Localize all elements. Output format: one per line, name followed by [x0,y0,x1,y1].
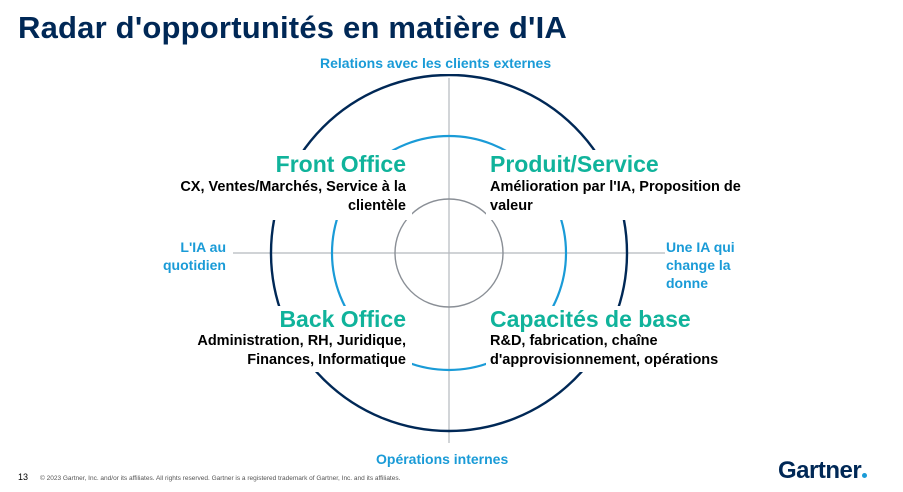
knockout-product-service [486,150,806,220]
axis-label-left-line1: L'IA au [180,239,226,255]
quadrant-title-core-capabilities: Capacités de base [490,306,691,332]
product-service-desc-line2: valeur [490,198,533,214]
axis-label-right-line1: Une IA qui [666,239,735,255]
logo-dot-icon [862,473,868,478]
quadrant-desc-front-office: CX, Ventes/Marchés, Service à la clientè… [116,178,406,216]
knockout-core-capabilities [486,306,771,372]
gartner-logo-text: Gartner [778,457,862,484]
front-office-desc-line1: CX, Ventes/Marchés, Service à la [180,179,406,195]
quadrant-desc-product-service: Amélioration par l'IA, Proposition de va… [490,178,810,216]
front-office-desc-line2: clientèle [347,198,406,214]
middle-ring [330,134,568,372]
axis-label-right: Une IA qui change la donne [666,238,766,292]
axis-label-right-line3: donne [666,275,708,291]
copyright-notice: © 2023 Gartner, Inc. and/or its affiliat… [40,475,401,482]
knockout-front-office [122,150,412,220]
page-number: 13 [18,472,29,482]
page-title: Radar d'opportunités en matière d'IA [18,10,568,45]
knockout-top-label [315,52,583,74]
gartner-logo: Gartner [778,457,868,485]
outer-ring [269,73,629,433]
core-capabilities-desc-line2: d'approvisionnement, opérations [490,352,719,368]
quadrant-desc-core-capabilities: R&D, fabrication, chaîne d'approvisionne… [490,332,780,370]
back-office-desc-line2: Finances, Informatique [247,352,406,368]
axis-label-left-line2: quotidien [163,257,226,273]
core-capabilities-desc-line1: R&D, fabrication, chaîne [490,333,658,349]
inner-ring [394,198,504,308]
axis-label-bottom: Opérations internes [376,451,509,467]
quadrant-title-back-office: Back Office [279,306,406,332]
knockout-back-office [150,306,412,372]
quadrant-title-product-service: Produit/Service [490,151,659,177]
back-office-desc-line1: Administration, RH, Juridique, [197,333,406,349]
axis-label-right-line2: change la [666,257,731,273]
axis-label-left: L'IA au quotidien [150,238,226,274]
product-service-desc-line1: Amélioration par l'IA, Proposition de [490,179,741,195]
knockout-bottom-label [370,448,528,470]
quadrant-title-front-office: Front Office [275,151,406,177]
quadrant-desc-back-office: Administration, RH, Juridique, Finances,… [136,332,406,370]
axis-label-top: Relations avec les clients externes [320,55,552,71]
